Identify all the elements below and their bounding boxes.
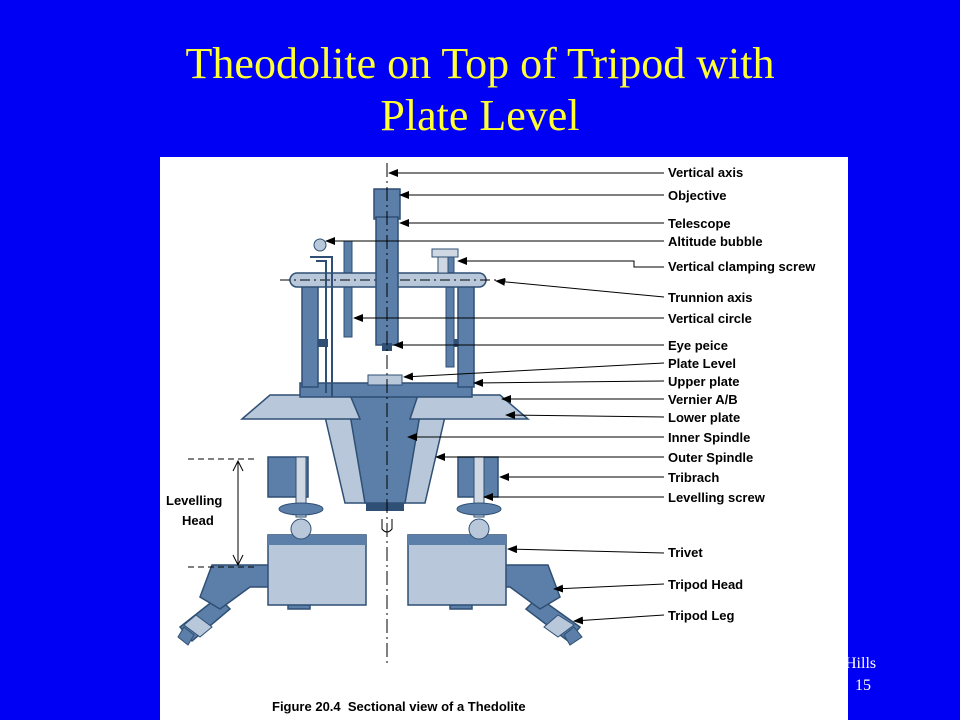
lower-plate: [239, 394, 531, 420]
label-vernier: Vernier A/B: [668, 392, 738, 407]
left-label-line-1: Levelling: [166, 493, 222, 508]
label-objective: Objective: [668, 188, 727, 203]
label-vertical-axis: Vertical axis: [668, 165, 743, 180]
label-vertical-clamping-screw: Vertical clamping screw: [668, 259, 816, 274]
slide-title-line-2: Plate Level: [380, 91, 580, 140]
label-plate-level: Plate Level: [668, 356, 736, 371]
label-inner-spindle: Inner Spindle: [668, 430, 750, 445]
label-trivet: Trivet: [668, 545, 703, 560]
label-telescope: Telescope: [668, 216, 731, 231]
label-levelling-screw: Levelling screw: [668, 490, 766, 505]
label-trunnion-axis: Trunnion axis: [668, 290, 753, 305]
left-label-line-2: Head: [182, 513, 214, 528]
part-labels: Vertical axis Objective Telescope Altitu…: [668, 165, 816, 623]
spindles: [319, 384, 451, 511]
label-tripod-head: Tripod Head: [668, 577, 743, 592]
plate-level-vial: [367, 374, 403, 386]
label-tribrach: Tribrach: [668, 470, 719, 485]
diagram-svg: Levelling Head Vertical: [166, 163, 816, 714]
trivet: [267, 534, 507, 606]
upper-plate: [299, 374, 473, 398]
label-outer-spindle: Outer Spindle: [668, 450, 753, 465]
footer-text: Hills: [845, 655, 877, 672]
leader-arrows: [325, 169, 665, 625]
spindle-base-mark: [381, 519, 393, 533]
label-upper-plate: Upper plate: [668, 374, 740, 389]
label-altitude-bubble: Altitude bubble: [668, 234, 763, 249]
label-eye-peice: Eye peice: [668, 338, 728, 353]
label-tripod-leg: Tripod Leg: [668, 608, 735, 623]
slide-title: Theodolite on Top of Tripod with Plate L…: [0, 38, 960, 142]
page-number: 15: [855, 677, 871, 694]
standards: [301, 276, 475, 388]
label-lower-plate: Lower plate: [668, 410, 740, 425]
theodolite-diagram: Levelling Head Vertical: [160, 157, 848, 720]
levelling-screws: [278, 456, 502, 540]
label-vertical-circle: Vertical circle: [668, 311, 752, 326]
slide-title-line-1: Theodolite on Top of Tripod with: [185, 39, 775, 88]
vertical-clamping-screw: [431, 248, 459, 274]
levelling-head-dimension: Levelling Head: [166, 458, 258, 568]
altitude-bubble: [310, 238, 333, 397]
figure-caption: Figure 20.4 Sectional view of a Thedolit…: [272, 699, 526, 714]
